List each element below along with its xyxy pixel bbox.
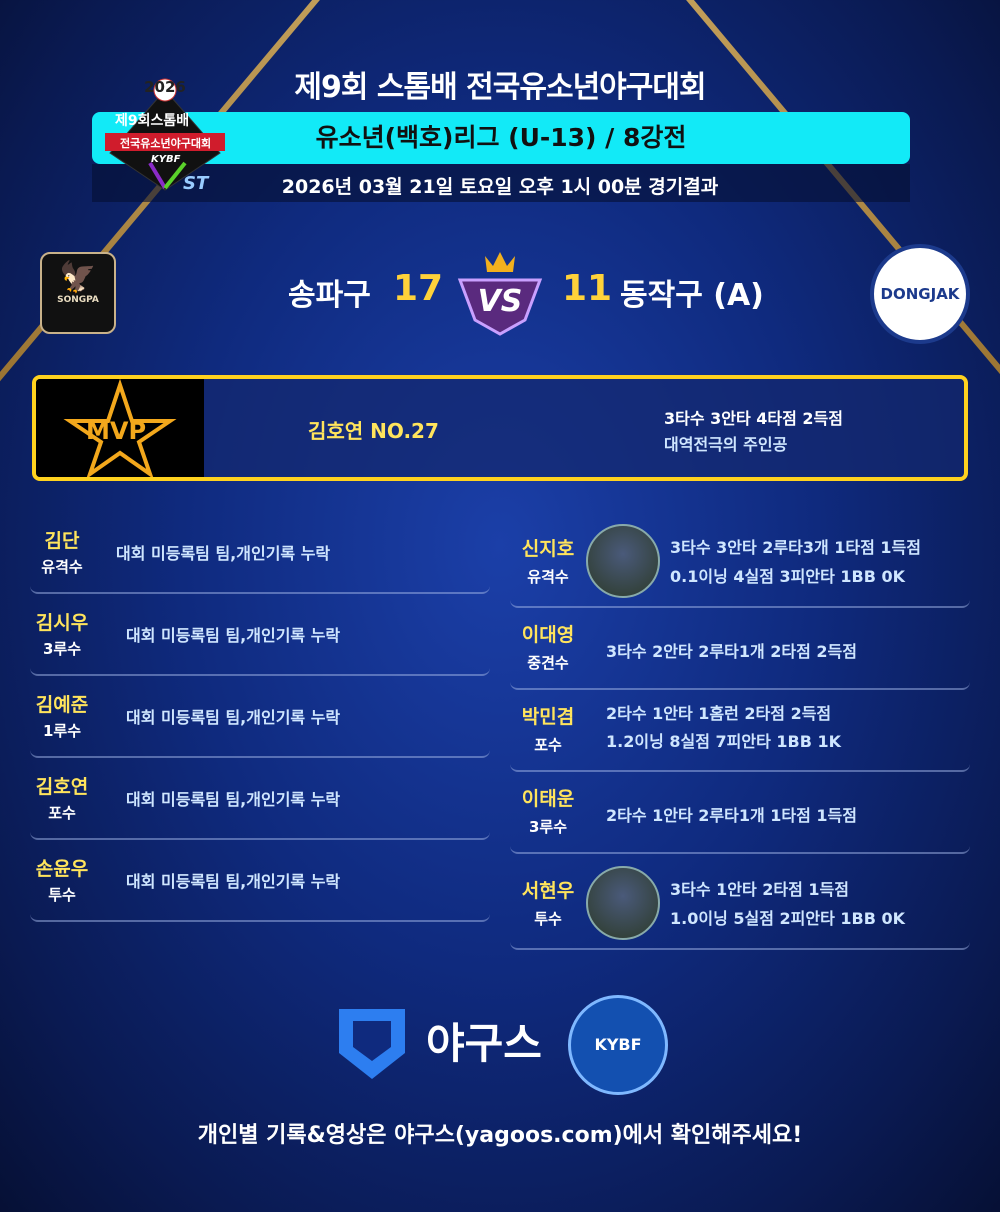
home-team-name: 송파구	[288, 278, 371, 313]
player-position: 포수	[48, 804, 76, 822]
player-note: 대회 미등록팀 팀,개인기록 누락	[126, 626, 341, 645]
player-pitching-stats: 1.0이닝 5실점 2피안타 1BB 0K	[670, 909, 905, 928]
mvp-badge-text: MVP	[86, 417, 147, 445]
player-position: 투수	[534, 910, 562, 928]
player-batting-stats: 3타수 3안타 2루타3개 1타점 1득점	[670, 538, 921, 557]
player-photo	[586, 524, 660, 598]
player-name: 이태운	[521, 788, 575, 810]
badge-line1: 제9회스톰배	[115, 113, 190, 129]
away-team-logo: DONGJAK	[870, 244, 970, 344]
player-position: 투수	[48, 886, 76, 904]
mvp-stats: 3타수 3안타 4타점 2득점	[664, 409, 844, 428]
vs-text: VS	[477, 284, 523, 319]
player-name: 신지호	[521, 538, 575, 560]
sponsor-logo: ST	[183, 173, 209, 194]
player-note: 대회 미등록팀 팀,개인기록 누락	[126, 872, 341, 891]
player-row: 김예준 1루수 대회 미등록팀 팀,개인기록 누락	[30, 676, 490, 758]
player-batting-stats: 3타수 1안타 2타점 1득점	[670, 880, 850, 899]
player-name: 손윤우	[35, 858, 89, 880]
home-team-logo: 🦅 SONGPA	[40, 252, 116, 334]
yagoos-logo-icon	[333, 1003, 411, 1083]
mvp-star-icon: MVP	[36, 379, 204, 477]
player-position: 1루수	[42, 722, 82, 740]
mvp-comment: 대역전극의 주인공	[664, 435, 788, 454]
home-logo-text: SONGPA	[57, 295, 99, 305]
player-pitching-stats: 1.2이닝 8실점 7피안타 1BB 1K	[606, 732, 841, 751]
player-name: 김단	[44, 530, 80, 552]
league-bar: 유소년(백호)리그 (U-13) / 8강전	[92, 112, 910, 164]
player-photo	[586, 866, 660, 940]
player-pitching-stats: 0.1이닝 4실점 3피안타 1BB 0K	[670, 567, 905, 586]
tournament-title: 제9회 스톰배 전국유소년야구대회	[294, 70, 706, 105]
player-position: 3루수	[42, 640, 82, 658]
player-position: 포수	[534, 736, 562, 754]
player-position: 유격수	[41, 558, 83, 576]
kybf-seal: KYBF	[568, 995, 668, 1095]
player-row: 이태운 3루수 2타수 1안타 2루타1개 1타점 1득점	[510, 772, 970, 854]
badge-line2: 전국유소년야구대회	[120, 137, 212, 150]
player-note: 대회 미등록팀 팀,개인기록 누락	[116, 544, 331, 563]
player-name: 서현우	[521, 880, 575, 902]
date-bg	[92, 164, 910, 202]
badge-year: 2026	[144, 78, 186, 96]
game-date: 2026년 03월 21일 토요일 오후 1시 00분 경기결과	[281, 176, 719, 198]
player-name: 이대영	[521, 624, 575, 646]
player-note: 대회 미등록팀 팀,개인기록 누락	[126, 790, 341, 809]
badge-org: KYBF	[151, 154, 181, 165]
player-name: 김시우	[35, 612, 89, 634]
player-batting-stats: 3타수 2안타 2루타1개 2타점 2득점	[606, 642, 857, 661]
yagoos-brand: 야구스	[426, 1019, 542, 1068]
player-row: 김시우 3루수 대회 미등록팀 팀,개인기록 누락	[30, 594, 490, 676]
footer-notice: 개인별 기록&영상은 야구스(yagoos.com)에서 확인해주세요!	[197, 1123, 803, 1148]
player-position: 3루수	[528, 818, 568, 836]
player-position: 중견수	[527, 654, 569, 672]
away-score: 11	[562, 268, 613, 309]
tournament-badge: 2026 제9회스톰배 전국유소년야구대회 KYBF ST	[95, 78, 235, 196]
player-batting-stats: 2타수 1안타 2루타1개 1타점 1득점	[606, 806, 857, 825]
player-batting-stats: 2타수 1안타 1홈런 2타점 2득점	[606, 704, 832, 723]
player-name: 김예준	[35, 694, 89, 716]
player-name: 박민겸	[521, 706, 575, 728]
player-position: 유격수	[527, 568, 569, 586]
home-score: 17	[393, 268, 444, 309]
vs-emblem: VS	[455, 250, 545, 336]
player-name: 김호연	[35, 776, 89, 798]
mvp-panel: MVP 김호연 NO.27 3타수 3안타 4타점 2득점 대역전극의 주인공	[32, 375, 968, 481]
eagle-icon: 🦅	[59, 260, 97, 295]
away-team-name: 동작구 (A)	[620, 278, 764, 313]
player-note: 대회 미등록팀 팀,개인기록 누락	[126, 708, 341, 727]
mvp-player: 김호연 NO.27	[308, 419, 439, 443]
